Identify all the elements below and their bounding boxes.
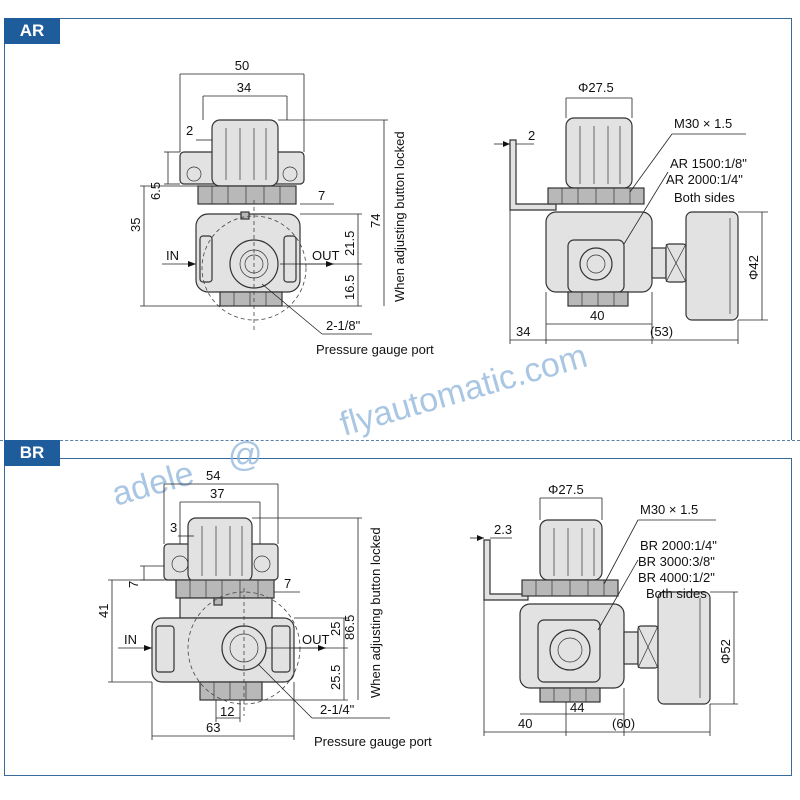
br-port-lower: 25.5 [328,665,343,690]
br-depth-1: 40 [518,716,532,731]
ar-width-total: 50 [235,58,249,73]
ar-pressure-gauge [685,211,739,321]
ar-bracket-thickness: 2 [528,128,535,143]
br-mount-height: 41 [96,604,111,618]
watermark-at-sign: @ [228,436,263,474]
section-divider [0,440,800,441]
br-section-tag: BR [4,440,60,466]
ar-port-lower: 16.5 [342,275,357,300]
watermark: @ flyautomatic.com adele [108,337,592,514]
br-gauge-dia: Φ52 [718,639,733,664]
ar-depth-1: 40 [590,308,604,323]
br-lock-nut [175,579,275,599]
br-panel-thickness: 3 [170,520,177,535]
ar-bottom-nut [219,291,283,307]
br-knob-gap: 7 [284,576,291,591]
br-front-view: 54 37 3 7 41 7 25 25.5 86.5 When adjusti… [96,468,432,749]
br-knob-dia: Φ27.5 [548,482,584,497]
br-in-label: IN [124,632,137,647]
br-panel-height: 7 [126,581,141,588]
br-gauge-offset: (60) [612,716,635,731]
br-side-view: Φ27.5 2.3 M30 × 1.5 BR 2000:1/4" BR 3000… [470,482,738,736]
br-gauge-thread: 2-1/4" [320,702,355,717]
br-both-sides: Both sides [646,586,707,601]
ar-gauge-thread: 2-1/8" [326,318,361,333]
ar-locked-note: When adjusting button locked [392,131,407,302]
ar-total-height: 74 [368,214,383,228]
br-out-label: OUT [302,632,330,647]
br-bottom-nut [199,681,263,701]
ar-section-tag: AR [4,18,60,44]
ar-frame [4,18,792,440]
ar-both-sides: Both sides [674,190,735,205]
ar-gauge-offset: (53) [650,324,673,339]
br-depth-2: 44 [570,700,584,715]
ar-in-label: IN [166,248,179,263]
ar-knob-gap: 7 [318,188,325,203]
br-port-size-2: BR 3000:3/8" [638,554,715,569]
ar-mount-height: 35 [128,218,143,232]
ar-knob-dia: Φ27.5 [578,80,614,95]
ar-side-knob [565,117,633,189]
br-port-width: 12 [220,704,234,719]
br-width-total: 54 [206,468,220,483]
br-total-height: 86.5 [342,615,357,640]
ar-gauge-dia: Φ42 [746,255,761,280]
br-port-upper: 25 [328,622,343,636]
ar-port-size-1: AR 1500:1/8" [670,156,747,171]
br-mount-hole-right [253,555,271,573]
ar-width-inner: 34 [237,80,251,95]
ar-mount-hole-left [186,166,202,182]
ar-gauge-outline [201,215,307,321]
br-port-size-3: BR 4000:1/2" [638,570,715,585]
ar-side-view: Φ27.5 2 M30 × 1.5 AR 1500:1/8" AR 2000:1… [494,80,768,344]
br-side-knob [539,519,603,581]
br-pressure-gauge [657,591,711,705]
br-frame [4,458,792,776]
br-gauge-port: Pressure gauge port [314,734,432,749]
ar-depth-2: 34 [516,324,530,339]
ar-panel-thickness: 2 [186,123,193,138]
ar-mount-hole-right [282,166,298,182]
br-adjust-knob [187,517,253,583]
br-port-size-1: BR 2000:1/4" [640,538,717,553]
ar-port-size-2: AR 2000:1/4" [666,172,743,187]
ar-gauge-port: Pressure gauge port [316,342,434,357]
ar-adjust-knob [211,119,279,187]
br-width-inner: 37 [210,486,224,501]
ar-lock-nut [197,185,297,205]
ar-front-view: 50 34 2 6.5 35 7 21.5 16.5 74 When adjus… [128,58,434,357]
ar-port-upper: 21.5 [342,231,357,256]
br-body-width: 63 [206,720,220,735]
ar-panel-height: 6.5 [148,182,163,200]
br-bracket-thickness: 2.3 [494,522,512,537]
ar-out-label: OUT [312,248,340,263]
br-nut-thread: M30 × 1.5 [640,502,698,517]
ar-nut-thread: M30 × 1.5 [674,116,732,131]
br-locked-note: When adjusting button locked [368,527,383,698]
